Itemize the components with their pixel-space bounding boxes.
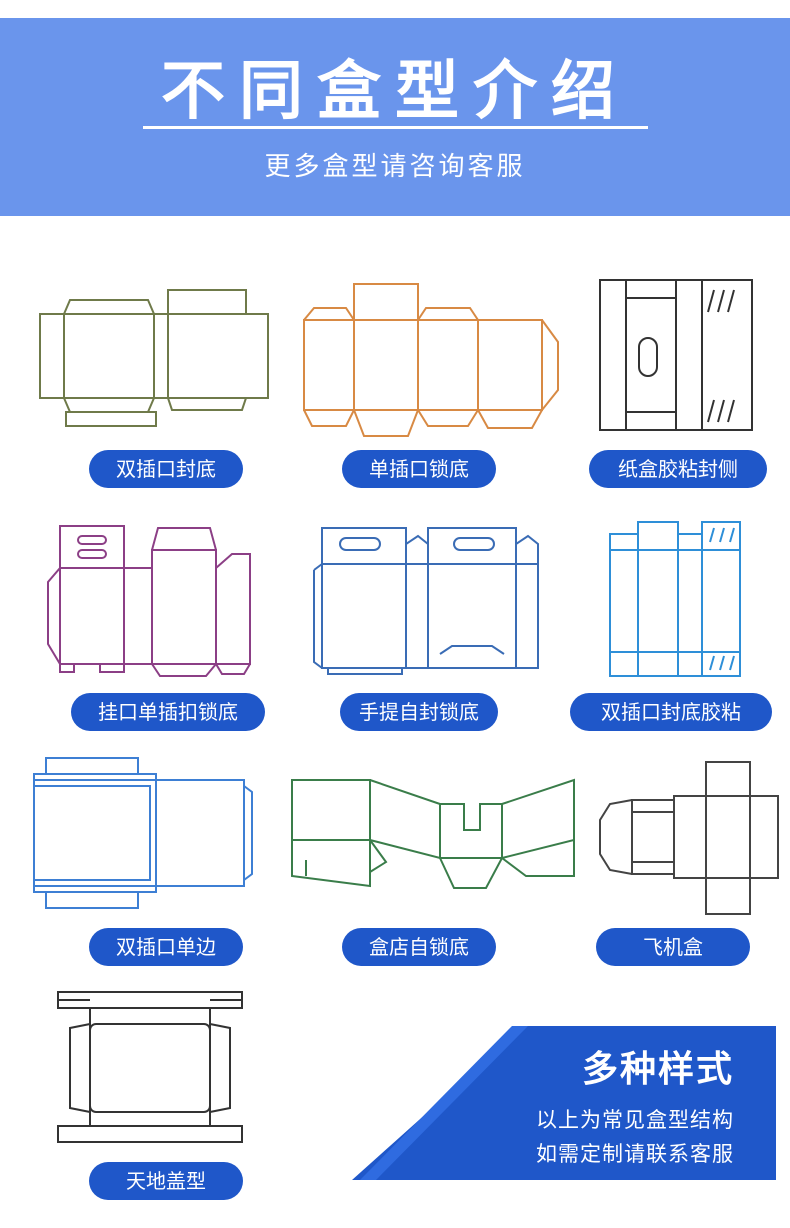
dieline-hang-tab-lock-icon (47, 525, 251, 677)
box-type-label: 手提自封锁底 (340, 693, 498, 731)
dieline-double-tuck-single-icon (33, 757, 253, 909)
box-type-label: 挂口单插扣锁底 (71, 693, 265, 731)
dieline-mailer-box-icon (599, 761, 779, 915)
page-title: 不同盒型介绍 (161, 55, 629, 129)
promo-background-shape (352, 1026, 776, 1180)
promo-banner: 多种样式 以上为常见盒型结构 如需定制请联系客服 (352, 1026, 776, 1180)
box-type-label: 双插口封底胶粘 (570, 693, 772, 731)
dieline-handle-box-icon (313, 527, 539, 675)
box-type-label: 盒店自锁底 (342, 928, 496, 966)
dieline-glued-side-icon (599, 279, 753, 431)
promo-title: 多种样式 (581, 1049, 734, 1090)
promo-line-1: 以上为常见盒型结构 (536, 1108, 734, 1132)
box-type-label: 天地盖型 (89, 1162, 243, 1200)
title-divider (143, 126, 648, 129)
page-subtitle: 更多盒型请咨询客服 (264, 152, 526, 182)
dieline-auto-lock-bottom-icon (291, 778, 575, 889)
box-type-label: 双插口单边 (89, 928, 243, 966)
dieline-single-tuck-lock-icon (303, 283, 559, 437)
promo-line-2: 如需定制请联系客服 (536, 1142, 734, 1166)
box-type-label: 单插口锁底 (342, 450, 496, 488)
header-banner: 不同盒型介绍 更多盒型请咨询客服 (0, 18, 790, 216)
box-type-label: 纸盒胶粘封侧 (589, 450, 767, 488)
box-type-label: 双插口封底 (89, 450, 243, 488)
box-type-label: 飞机盒 (596, 928, 750, 966)
dieline-lid-base-icon (57, 991, 243, 1143)
dieline-double-tuck-icon (39, 289, 269, 427)
dieline-double-tuck-glued-icon (609, 521, 741, 677)
